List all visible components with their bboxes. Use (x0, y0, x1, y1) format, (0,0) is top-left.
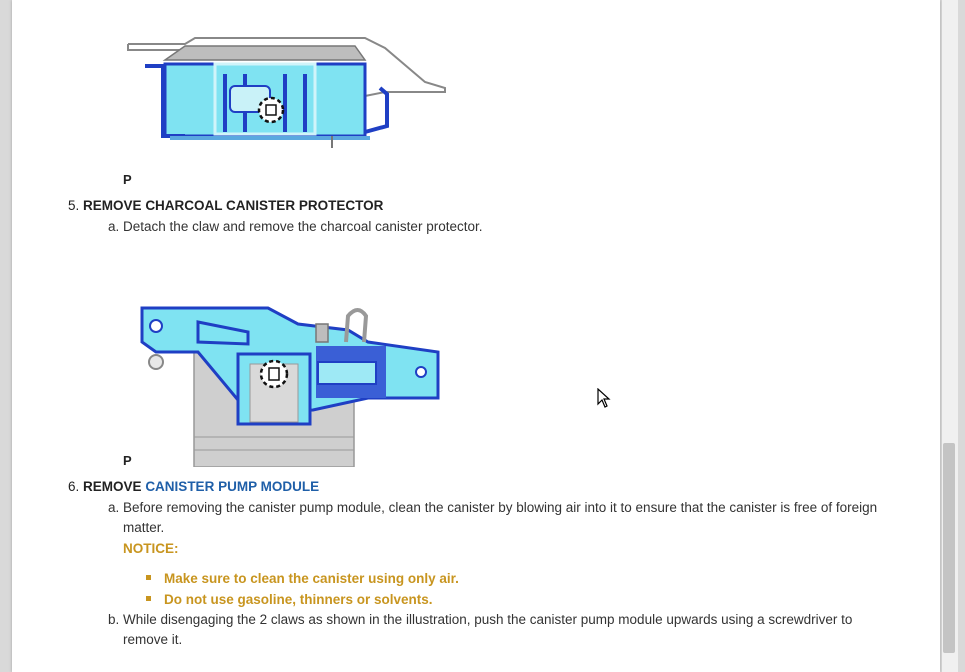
step-6-title-link[interactable]: CANISTER PUMP MODULE (145, 479, 320, 494)
notice-item-2-text: Do not use gasoline, thinners or solvent… (164, 592, 433, 607)
figure-canister-top (127, 37, 446, 148)
step-6-heading: 6. REMOVE CANISTER PUMP MODULE (68, 479, 319, 494)
step-6a-letter: a. (108, 500, 120, 515)
step-6b: b. While disengaging the 2 claws as show… (108, 610, 928, 650)
bullet-square-icon (146, 595, 151, 601)
step-6-number: 6. (68, 479, 80, 494)
step-6-verb: REMOVE (83, 479, 142, 494)
step-5-heading: 5. REMOVE CHARCOAL CANISTER PROTECTOR (68, 198, 383, 213)
mouse-cursor-icon (597, 388, 611, 408)
notice-item-1: Make sure to clean the canister using on… (146, 571, 459, 586)
step-5-title: CHARCOAL CANISTER PROTECTOR (145, 198, 384, 213)
step-6b-letter: b. (108, 612, 120, 627)
step-6b-text-cont: remove it. (123, 632, 183, 647)
bullet-square-icon (146, 574, 151, 580)
step-5a-letter: a. (108, 219, 120, 234)
step-6b-text: While disengaging the 2 claws as shown i… (123, 612, 853, 627)
figure1-label: P (123, 172, 132, 187)
notice-label: NOTICE: (123, 541, 179, 556)
step-6a-text: Before removing the canister pump module… (123, 500, 878, 515)
step-5a-text: Detach the claw and remove the charcoal … (123, 219, 483, 234)
step-5a: a. Detach the claw and remove the charco… (108, 217, 482, 237)
scrollbar-thumb[interactable] (943, 443, 955, 653)
notice-item-1-text: Make sure to clean the canister using on… (164, 571, 459, 586)
step-6a: a. Before removing the canister pump mod… (108, 498, 928, 538)
notice-item-2: Do not use gasoline, thinners or solvent… (146, 592, 433, 607)
step-5-number: 5. (68, 198, 80, 213)
figure-canister-protector (140, 306, 440, 467)
step-6a-text-cont: matter. (123, 520, 165, 535)
step-5-verb: REMOVE (83, 198, 142, 213)
figure2-label: P (123, 453, 132, 468)
